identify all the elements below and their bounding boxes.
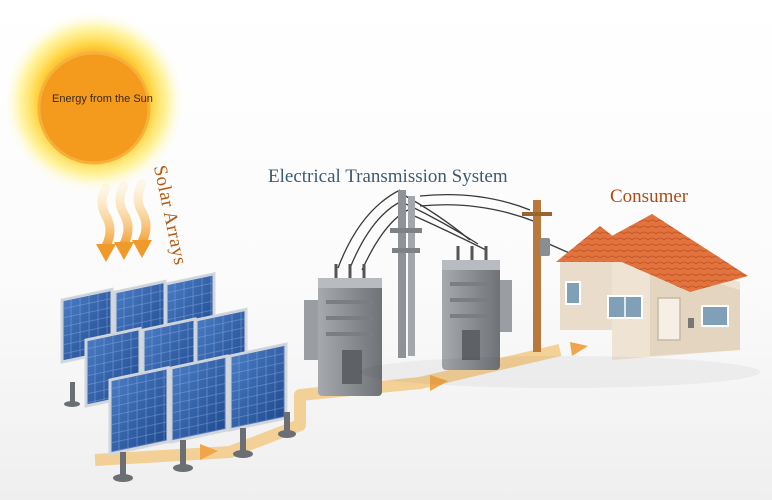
ground-shadow xyxy=(360,356,760,388)
sun-icon xyxy=(2,10,186,194)
utility-pole-icon xyxy=(390,190,422,358)
transformer-icon xyxy=(442,246,512,370)
solar-panel-icon xyxy=(169,354,229,444)
sun-ray-arrows xyxy=(96,179,152,262)
consumer-label: Consumer xyxy=(610,186,689,207)
solar-panel-icon xyxy=(228,342,288,432)
solar-arrays xyxy=(60,271,296,482)
solar-panel-icon xyxy=(108,365,170,456)
transmission-system-label: Electrical Transmission System xyxy=(268,166,508,187)
utility-pole-icon xyxy=(522,200,552,352)
transformer-icon xyxy=(304,264,382,396)
sun-label: Energy from the Sun xyxy=(52,93,153,105)
flow-arrow-icon xyxy=(94,342,588,466)
house-icon xyxy=(556,214,748,360)
